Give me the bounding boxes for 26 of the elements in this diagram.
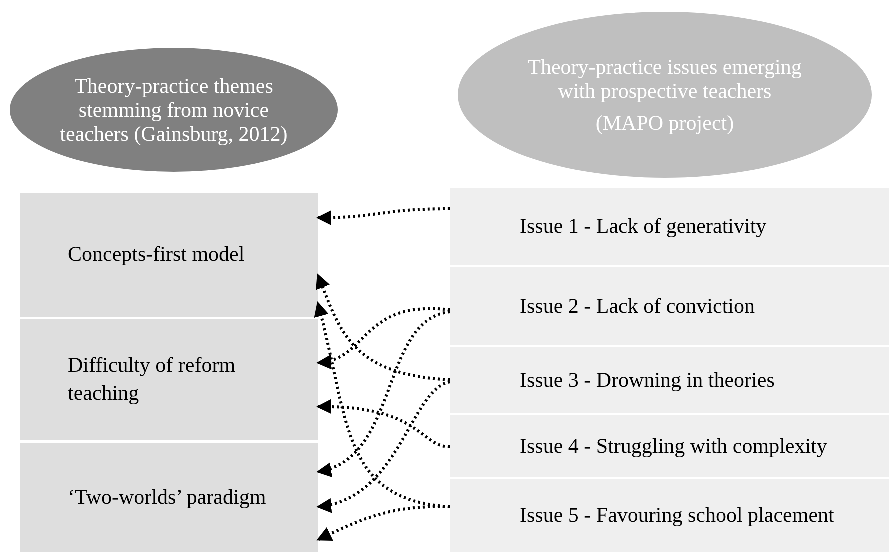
- box-label: Issue 1 - Lack of generativity: [520, 213, 768, 240]
- box-label: Difficulty of reform teaching: [68, 352, 237, 406]
- ellipse-label: (MAPO project): [596, 111, 734, 136]
- theme-box: [450, 479, 889, 552]
- theme-box: [20, 443, 318, 552]
- box-label: Issue 2 - Lack of conviction: [520, 292, 756, 320]
- theme-box: [450, 347, 889, 413]
- box-label: Issue 4 - Struggling with complexity: [520, 432, 828, 460]
- dotted-arrow: [316, 208, 450, 226]
- theme-box: [20, 319, 318, 440]
- ellipse-label: Theory-practice themes stemming from novice teachers (Gainsburg, 2012): [59, 74, 289, 146]
- dotted-arrow: [316, 380, 451, 512]
- ellipse-label: Theory-practice issues emerging with prospective teachers: [527, 54, 803, 104]
- box-label: ‘Two-worlds’ paradigm: [68, 484, 268, 511]
- box-label: Issue 5 - Favouring school placement: [520, 502, 836, 529]
- dotted-arrow: [316, 274, 450, 382]
- box-label: Concepts-first model: [68, 241, 246, 268]
- theme-box: [450, 267, 889, 345]
- theme-box: [20, 193, 318, 317]
- theme-box: [450, 188, 889, 265]
- box-label: Issue 3 - Drowning in theories: [520, 366, 776, 394]
- dotted-arrow: [316, 400, 450, 448]
- dotted-arrow: [316, 307, 450, 368]
- dotted-arrow: [316, 505, 450, 542]
- dotted-arrow: [316, 310, 450, 476]
- theme-box: [450, 415, 889, 477]
